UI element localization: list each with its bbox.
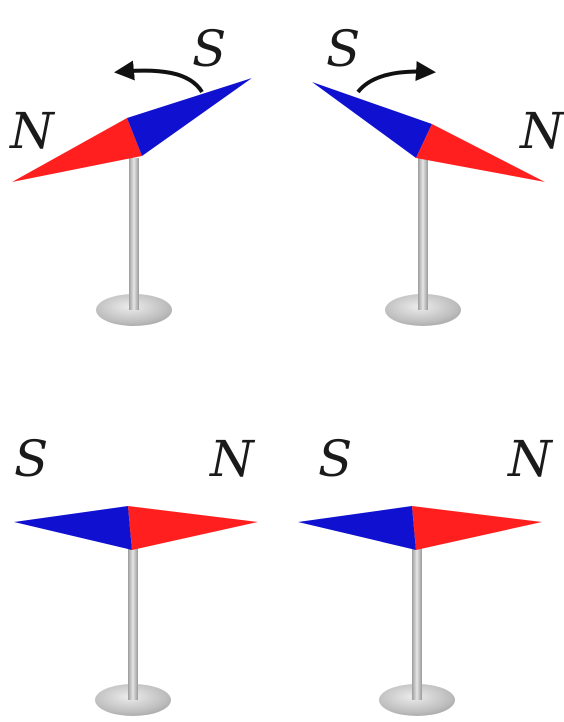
needle-north-half <box>412 506 542 550</box>
needle-north-half <box>128 506 258 550</box>
stand-pole <box>412 548 422 700</box>
needle-south-half <box>127 78 252 156</box>
label-s: S <box>326 20 360 78</box>
needle-north-half <box>12 118 142 182</box>
compass-bottom-right: S N <box>298 430 554 716</box>
label-s: S <box>14 430 48 488</box>
needle-south-half <box>298 506 416 550</box>
label-s: S <box>192 20 226 78</box>
stand-pole <box>418 158 428 310</box>
curved-arrow-left-icon <box>114 60 204 94</box>
needle-north-half <box>416 124 545 182</box>
stand-pole <box>128 548 138 700</box>
needle-south-half <box>14 506 132 550</box>
needle-south-half <box>312 82 432 158</box>
label-n: N <box>209 430 256 488</box>
label-n: N <box>519 102 564 160</box>
label-n: N <box>507 430 554 488</box>
stand-pole <box>129 158 139 310</box>
label-s: S <box>318 430 352 488</box>
curved-arrow-right-icon <box>356 61 436 94</box>
compass-bottom-left: S N <box>14 430 258 716</box>
compass-top-left: N S <box>9 20 252 326</box>
label-n: N <box>9 102 56 160</box>
compass-top-right: S N <box>312 20 564 326</box>
